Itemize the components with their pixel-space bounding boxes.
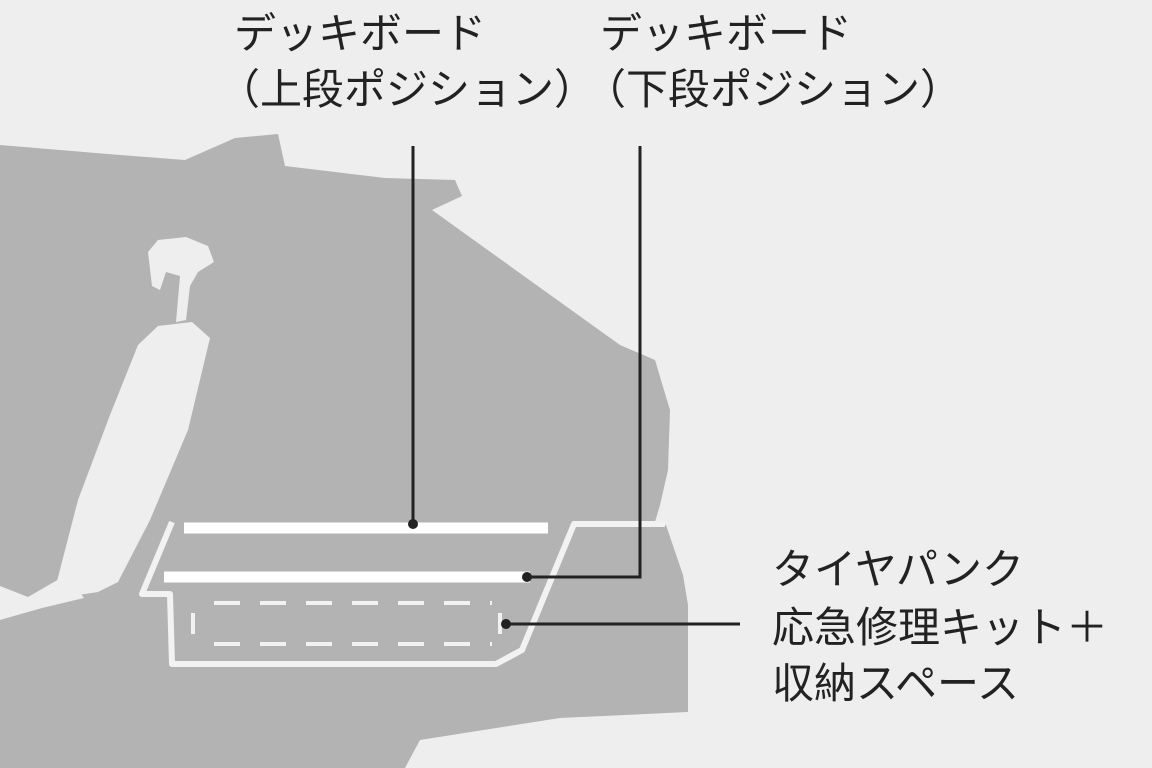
seat-cushion — [0, 575, 84, 620]
leader-dot-storage — [501, 619, 511, 629]
label-storage-line2: 応急修理キット＋ — [772, 603, 1108, 652]
label-lower-deck-line1: デッキボード — [600, 9, 852, 58]
label-storage: タイヤパンク 応急修理キット＋ 収納スペース — [772, 545, 1108, 708]
leader-dot-upper — [408, 519, 418, 529]
leader-storage — [501, 619, 740, 629]
seat-back — [56, 322, 210, 596]
leader-dot-lower — [522, 572, 532, 582]
storage-space — [191, 601, 502, 646]
leader-line-lower — [527, 146, 642, 579]
label-lower-deck: デッキボード （下段ポジション） — [584, 9, 962, 114]
label-upper-deck: デッキボード （上段ポジション） — [218, 9, 596, 114]
label-upper-deck-line2: （上段ポジション） — [218, 65, 596, 114]
rear-seat — [0, 237, 214, 620]
headrest — [148, 237, 214, 322]
cargo-well-outline — [139, 520, 665, 667]
label-upper-deck-line1: デッキボード — [234, 9, 486, 58]
leader-lower-deck — [522, 146, 642, 582]
label-storage-line1: タイヤパンク — [772, 545, 1024, 594]
label-lower-deck-line2: （下段ポジション） — [584, 65, 962, 114]
leader-upper-deck — [408, 146, 418, 529]
label-storage-line3: 収納スペース — [772, 659, 1019, 708]
